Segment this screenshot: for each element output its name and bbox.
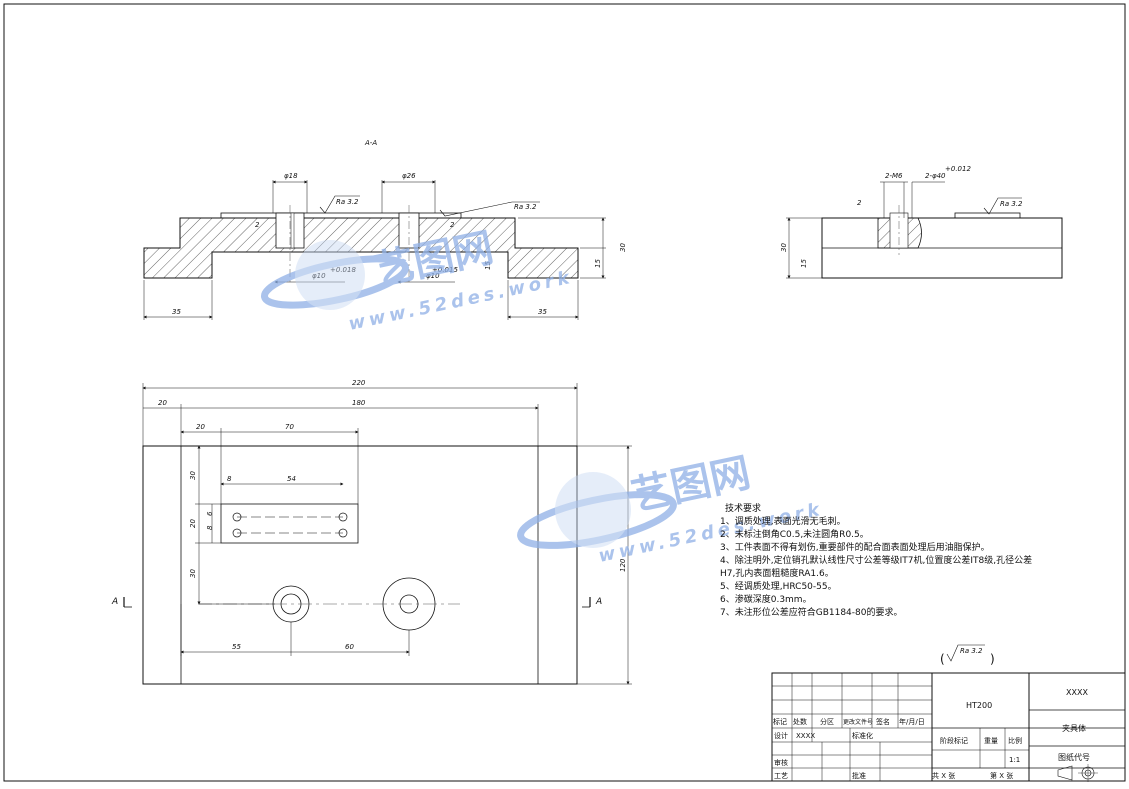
plan-dim-offset: 20 [196, 423, 205, 431]
tb-design-label: 设计 [774, 731, 788, 740]
tb-weight-label: 重量 [984, 737, 998, 745]
side-ra: Ra 3.2 [1000, 200, 1023, 208]
plan-dim-180: 180 [352, 399, 366, 407]
tech-item-7: 7、未注形位公差应符合GB1184-80的要求。 [720, 606, 902, 618]
tech-item-1: 1、调质处理,表面光滑无毛刺。 [720, 515, 846, 527]
tb-sheets-total: 共 X 张 [932, 771, 955, 780]
plan-dim-20: 20 [158, 399, 167, 407]
plan-dim-30-top: 30 [189, 471, 197, 480]
plan-dim-30-mid: 30 [189, 569, 197, 578]
dim-15-left: 15 [484, 261, 492, 270]
hole-left-center [290, 212, 295, 249]
plan-dim-60: 60 [345, 643, 354, 651]
tb-process: 工艺 [774, 772, 788, 780]
tb-standardize: 标准化 [852, 731, 873, 740]
plan-dim-70: 70 [285, 423, 294, 431]
side-dim-d40: 2-φ40 [925, 172, 946, 180]
dim-d10-left: φ10 [312, 272, 326, 280]
dim-35-left: 35 [172, 308, 181, 316]
tb-scale-label: 比例 [1008, 736, 1022, 745]
roughness-symbol-1 [319, 195, 360, 214]
tb-review: 审核 [774, 758, 788, 767]
side-view: 2-M6 2-φ40 +0.012 2 Ra 3.2 30 15 [780, 165, 1063, 279]
dim-35-right: 35 [538, 308, 547, 316]
tb-rev-h3: 更改文件号 [843, 718, 873, 726]
dim-30: 30 [619, 243, 627, 252]
tech-title: 技术要求 [725, 502, 761, 514]
dim-d10-right: φ10 [426, 272, 440, 280]
title-block [771, 672, 1126, 782]
tb-rev-h1: 处数 [793, 717, 807, 726]
dim-d26: φ26 [402, 172, 416, 180]
tech-item-4: 4、除注明外,定位销孔默认线性尺寸公差等级IT7机,位置度公差IT8级,孔径公差 [720, 554, 1032, 566]
section-mark-left: A [111, 597, 118, 607]
plan-outline [142, 445, 578, 685]
tech-item-2: 2、未标注倒角C0.5,未注圆角R0.5。 [720, 528, 869, 540]
projection-symbol [1057, 764, 1098, 782]
svg-text:(: ( [940, 652, 945, 666]
plan-dim-220: 220 [352, 379, 366, 387]
tb-sheet-no: 第 X 张 [990, 771, 1013, 780]
side-roughness-symbol [983, 197, 1022, 215]
ra-label-2: Ra 3.2 [514, 203, 537, 211]
section-body [143, 217, 579, 279]
tech-requirements: 技术要求 1、调质处理,表面光滑无毛刺。 2、未标注倒角C0.5,未注圆角R0.… [720, 502, 1032, 618]
tb-rev-h4: 签名 [876, 717, 890, 726]
section-mark-right: A [595, 597, 602, 607]
tb-company: XXXX [1066, 688, 1088, 697]
tb-scale-value: 1:1 [1009, 756, 1020, 764]
general-ra: Ra 3.2 [960, 647, 983, 655]
title-block-text: HT200 XXXX 夹具体 图纸代号 标记 处数 分区 更改文件号 签名 年/… [773, 688, 1098, 782]
plan-dim-55: 55 [232, 643, 241, 651]
tb-stage-label: 阶段标记 [940, 736, 968, 745]
tech-item-5: 5、经调质处理,HRC50-55。 [720, 580, 837, 592]
side-boss [954, 212, 1021, 219]
dim-15-right: 15 [594, 259, 602, 268]
ra-label-1: Ra 3.2 [336, 198, 359, 206]
top-boss [220, 212, 462, 219]
tol-right: +0.015 [432, 266, 458, 274]
side-dim-30: 30 [780, 243, 788, 252]
tol-left: +0.018 [330, 266, 356, 274]
tb-material: HT200 [966, 701, 992, 710]
plan-dim-20-v: 20 [189, 519, 197, 528]
roughness-symbol-2 [439, 201, 540, 217]
side-dim-m6: 2-M6 [885, 172, 903, 180]
dim-d18: φ18 [284, 172, 298, 180]
tb-designer: XXXX [796, 732, 815, 740]
svg-text:): ) [990, 652, 995, 666]
section-label: A-A [364, 139, 377, 147]
sheet-border [3, 3, 1126, 782]
tech-item-3: 3、工件表面不得有划伤,重要部件的配合面表面处理后用油脂保护。 [720, 541, 990, 553]
section-view: A-A φ18 φ26 Ra 3.2 Ra 3.2 2 2 φ10 +0.018 [143, 139, 627, 320]
tb-rev-h2: 分区 [820, 717, 834, 726]
plan-view: 220 180 20 20 70 8 54 30 6 8 20 30 55 60 [111, 379, 632, 685]
plan-dim-120: 120 [619, 558, 627, 572]
general-roughness: ( Ra 3.2 ) [940, 644, 995, 666]
tech-item-6: 6、渗碳深度0.3mm。 [720, 593, 812, 605]
plan-dim-54: 54 [287, 475, 296, 483]
plan-slot [220, 503, 359, 544]
dim-two-right: 2 [450, 221, 455, 229]
tb-rev-h5: 年/月/日 [899, 717, 925, 726]
tech-item-4b: H7,孔内表面粗糙度RA1.6。 [720, 567, 834, 579]
tb-drawing-no: 图纸代号 [1058, 752, 1090, 762]
dim-two-left: 2 [255, 221, 260, 229]
plan-dim-8-v: 8 [206, 525, 214, 530]
plan-dim-6: 6 [206, 511, 214, 516]
tb-rev-h0: 标记 [773, 717, 787, 726]
tb-approve: 批准 [852, 771, 866, 780]
side-tol: +0.012 [945, 165, 971, 173]
side-dim-15: 15 [800, 259, 808, 268]
side-dim-two: 2 [857, 199, 862, 207]
plan-dim-8: 8 [227, 475, 232, 483]
tb-part-name: 夹具体 [1062, 723, 1086, 733]
